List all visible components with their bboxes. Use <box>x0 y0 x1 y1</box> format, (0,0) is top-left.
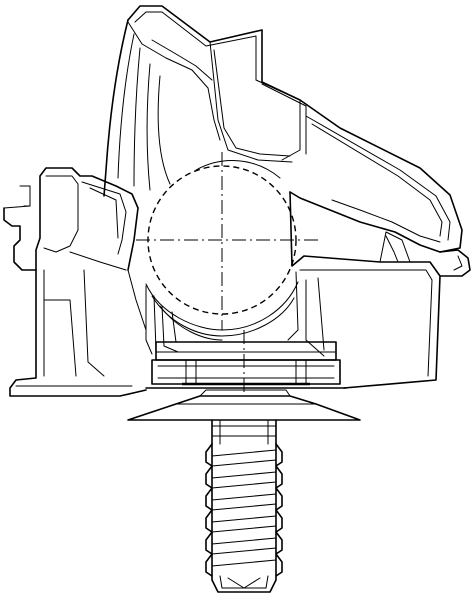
spring-disc <box>127 389 361 421</box>
latch-clip <box>3 167 147 397</box>
right-housing <box>287 191 471 389</box>
base-plate <box>145 330 347 392</box>
clamp-arm <box>103 5 463 253</box>
pipe-outline <box>136 152 320 341</box>
left-housing <box>127 269 179 355</box>
fir-tree-stud <box>205 419 283 593</box>
